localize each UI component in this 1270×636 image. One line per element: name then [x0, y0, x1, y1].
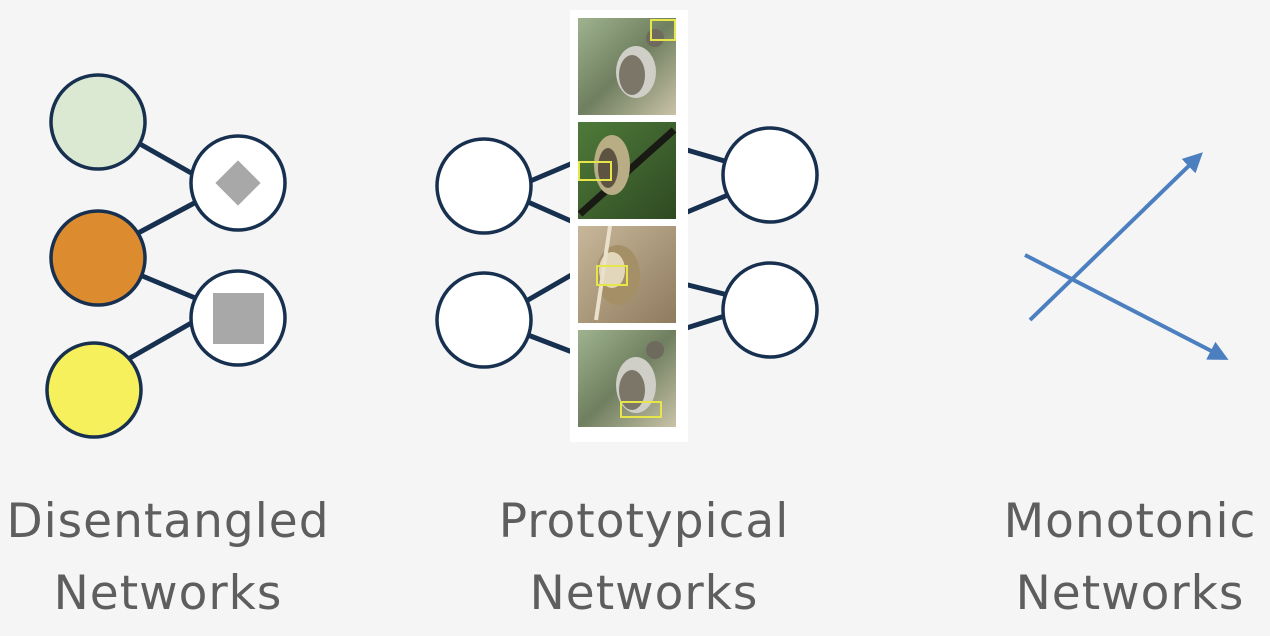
- prototypical-title-line1: Prototypical: [498, 494, 790, 549]
- disentangled-panel: [45, 73, 287, 439]
- arrow-down-right-icon: [1024, 253, 1229, 360]
- input-node-1: [435, 137, 533, 235]
- prototypical-caption: Prototypical Networks: [474, 486, 814, 630]
- monotonic-title-line1: Monotonic: [1003, 494, 1257, 549]
- edge-mid-to-square: [137, 272, 203, 303]
- arrow-up-right-icon: [1028, 152, 1203, 322]
- edge-top-to-diamond: [137, 141, 203, 181]
- output-node-2: [721, 261, 819, 359]
- prototype-image-4: [578, 330, 676, 427]
- monotonic-panel: [1024, 152, 1229, 360]
- input-node-orange: [49, 209, 147, 307]
- disentangled-title-line2: Networks: [53, 566, 283, 621]
- prototype-image-3: [578, 225, 676, 323]
- disentangled-caption: Disentangled Networks: [0, 486, 336, 630]
- monotonic-title-line2: Networks: [1015, 566, 1245, 621]
- input-node-green: [49, 73, 147, 171]
- edge-bottom-to-square: [127, 315, 203, 361]
- monotonic-caption: Monotonic Networks: [990, 486, 1270, 630]
- prototype-image-1: [578, 18, 676, 115]
- prototypical-panel: [435, 10, 819, 442]
- disentangled-title-line1: Disentangled: [6, 494, 330, 549]
- input-node-yellow: [45, 341, 143, 439]
- prototype-image-2: [577, 122, 677, 219]
- output-node-1: [721, 126, 819, 224]
- input-node-2: [435, 271, 533, 369]
- prototypical-title-line2: Networks: [529, 566, 759, 621]
- edge-mid-to-diamond: [137, 197, 203, 235]
- square-icon: [213, 293, 264, 344]
- diamond-icon: [215, 160, 261, 206]
